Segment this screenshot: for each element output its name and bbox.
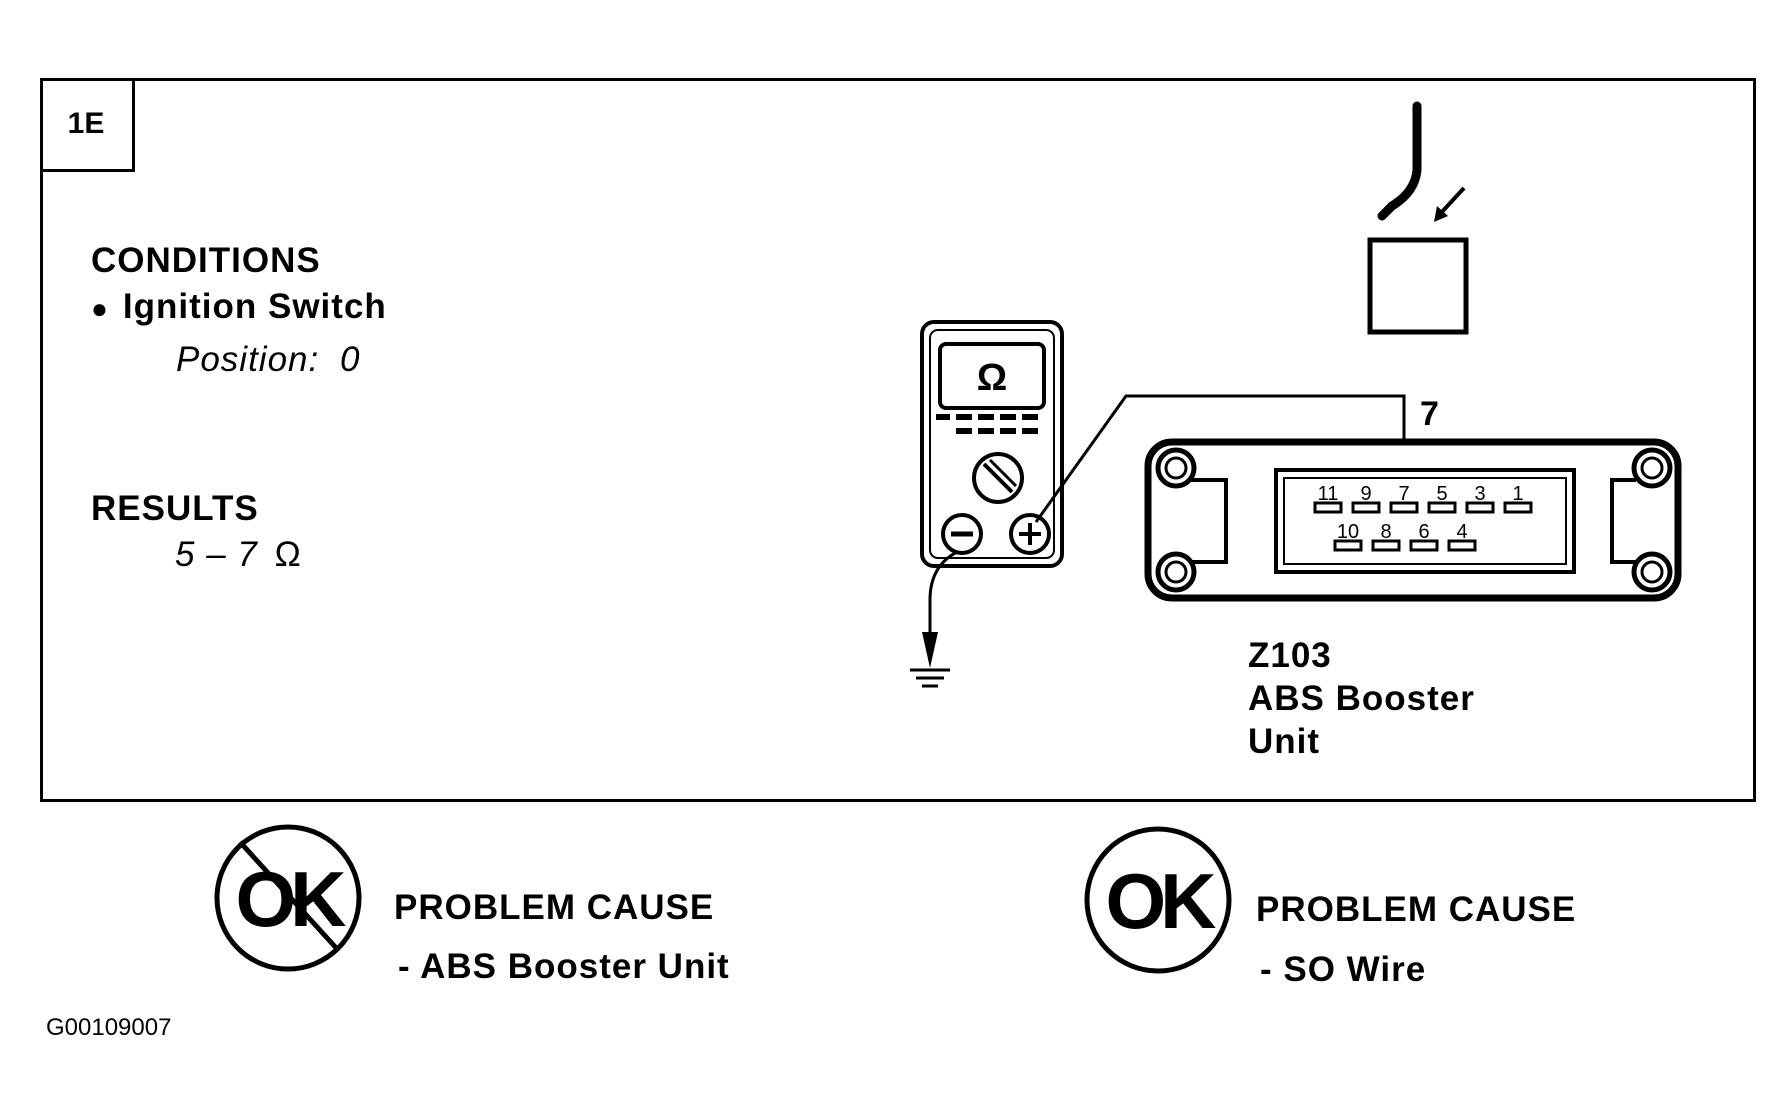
position-label: Position: (176, 340, 320, 379)
pin-socket-8 (1371, 539, 1401, 552)
conditions-item-label: Ignition Switch (122, 287, 387, 326)
pin-label-8: 8 (1380, 521, 1391, 543)
results-value: 5 – 7 (175, 535, 258, 574)
meter-ohm-symbol: Ω (977, 357, 1007, 399)
pin-label-4: 4 (1456, 521, 1467, 543)
conditions-item: ● Ignition Switch (91, 287, 387, 327)
bullet-icon: ● (91, 293, 109, 324)
step-tag: 1E (40, 78, 135, 172)
pin-label-7: 7 (1398, 483, 1409, 505)
pin-label-1: 1 (1512, 483, 1523, 505)
ok-problem-heading: PROBLEM CAUSE (1256, 890, 1577, 929)
ground-lead-arrow-icon (922, 632, 938, 668)
position-value: 0 (339, 340, 361, 379)
connector-housing (1274, 468, 1576, 574)
ground-lead (928, 550, 958, 648)
press-arrow-icon (1438, 186, 1466, 216)
pin-label-10: 10 (1337, 521, 1359, 543)
connector-name-line1: ABS Booster (1248, 679, 1475, 718)
results-heading: RESULTS (91, 489, 259, 528)
conditions-heading: CONDITIONS (91, 241, 321, 280)
pin-socket-10 (1333, 539, 1363, 552)
multimeter: Ω (920, 320, 1064, 568)
press-arrow-head-icon (1434, 206, 1448, 222)
pin-socket-1 (1503, 501, 1533, 514)
connector-pins: 11 9 7 5 3 1 10 8 6 4 (1313, 483, 1533, 552)
meter-dial-icon (972, 452, 1024, 504)
conditions-position: Position: 0 (176, 340, 360, 380)
pin-label-6: 6 (1418, 521, 1429, 543)
connector-caption: Z103 ABS Booster Unit (1248, 634, 1475, 763)
meter-display (938, 342, 1046, 410)
ground-symbol-icon (910, 668, 950, 688)
pin-label-5: 5 (1436, 483, 1447, 505)
ignition-switch-box (1367, 237, 1469, 335)
not-ok-problem-cause: - ABS Booster Unit (398, 947, 730, 986)
pin-socket-9 (1351, 501, 1381, 514)
ok-problem-cause: - SO Wire (1260, 950, 1427, 989)
connector-id: Z103 (1248, 636, 1332, 675)
figure-code: G00109007 (46, 1014, 172, 1041)
pin-socket-6 (1409, 539, 1439, 552)
not-ok-badge-icon: OK (214, 824, 362, 972)
pin-label-9: 9 (1360, 483, 1371, 505)
pin-label-3: 3 (1474, 483, 1485, 505)
svg-text:OK: OK (1106, 857, 1217, 945)
positive-terminal-icon (1009, 513, 1051, 555)
pin-socket-7 (1389, 501, 1419, 514)
pin-socket-5 (1427, 501, 1457, 514)
results-value-line: 5 – 7 Ω (175, 535, 302, 575)
connector-name-line2: Unit (1248, 722, 1321, 761)
pin-socket-3 (1465, 501, 1495, 514)
probe-pin-label: 7 (1420, 395, 1439, 433)
hand-icon (1377, 101, 1422, 221)
ok-badge-icon: OK (1084, 826, 1232, 974)
results-unit: Ω (274, 535, 302, 574)
pin-socket-11 (1313, 501, 1343, 514)
pin-socket-4 (1447, 539, 1477, 552)
not-ok-problem-heading: PROBLEM CAUSE (394, 888, 715, 927)
diagram-frame (40, 78, 1756, 802)
negative-terminal-icon (941, 513, 983, 555)
meter-keypad (936, 414, 1038, 434)
abs-booster-unit-connector (1144, 438, 1682, 602)
pin-label-11: 11 (1318, 483, 1339, 505)
